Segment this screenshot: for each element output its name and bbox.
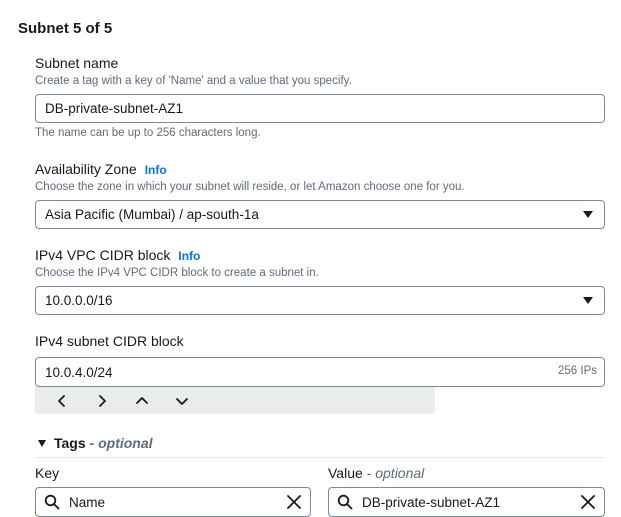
section-title: Subnet 5 of 5: [18, 20, 113, 37]
subnet-name-constraint: The name can be up to 256 characters lon…: [35, 127, 261, 139]
tags-title: Tags - optional: [54, 435, 153, 451]
availability-zone-select[interactable]: Asia Pacific (Mumbai) / ap-south-1a: [35, 200, 605, 229]
chevron-up-icon[interactable]: [129, 390, 155, 412]
tags-expander[interactable]: Tags - optional: [38, 435, 153, 451]
tag-value-value: DB-private-subnet-AZ1: [362, 494, 501, 510]
search-icon: [44, 494, 60, 510]
subnet-name-input[interactable]: DB-private-subnet-AZ1: [35, 94, 605, 123]
value-column-separator: -: [362, 465, 376, 481]
chevron-left-icon[interactable]: [49, 390, 75, 412]
tags-optional: optional: [98, 435, 153, 451]
tag-key-input[interactable]: Name: [35, 487, 311, 517]
key-column-label: Key: [35, 465, 60, 481]
tags-separator: -: [85, 435, 99, 451]
vpc-cidr-info-link[interactable]: Info: [178, 249, 201, 263]
value-column-label-text: Value: [328, 465, 363, 481]
subnet-name-value: DB-private-subnet-AZ1: [45, 101, 184, 116]
availability-zone-info-link[interactable]: Info: [144, 163, 167, 177]
tags-title-text: Tags: [54, 435, 86, 451]
availability-zone-label-text: Availability Zone: [35, 161, 137, 177]
tags-divider: [35, 457, 605, 458]
vpc-cidr-select[interactable]: 10.0.0.0/16: [35, 286, 605, 315]
close-icon[interactable]: [286, 494, 302, 510]
chevron-right-icon[interactable]: [89, 390, 115, 412]
tag-value-input[interactable]: DB-private-subnet-AZ1: [328, 487, 605, 517]
subnet-cidr-input[interactable]: 10.0.4.0/24 256 IPs: [35, 357, 605, 387]
search-icon: [337, 494, 353, 510]
subnet-cidr-label: IPv4 subnet CIDR block: [35, 333, 184, 349]
value-column-optional: optional: [375, 465, 425, 481]
subnet-cidr-value: 10.0.4.0/24: [45, 364, 113, 380]
availability-zone-description: Choose the zone in which your subnet wil…: [35, 181, 465, 193]
availability-zone-label: Availability Zone Info: [35, 161, 167, 177]
subnet-name-description: Create a tag with a key of 'Name' and a …: [35, 75, 352, 87]
caret-down-icon: [38, 439, 46, 447]
caret-down-icon: [583, 297, 593, 304]
availability-zone-selected: Asia Pacific (Mumbai) / ap-south-1a: [45, 207, 259, 222]
close-icon[interactable]: [580, 494, 596, 510]
subnet-name-label: Subnet name: [35, 55, 119, 71]
vpc-cidr-description: Choose the IPv4 VPC CIDR block to create…: [35, 267, 319, 279]
chevron-down-icon[interactable]: [169, 390, 195, 412]
tag-key-value: Name: [69, 494, 106, 510]
cidr-stepper: [35, 387, 435, 414]
caret-down-icon: [583, 211, 593, 218]
value-column-label: Value - optional: [328, 465, 424, 481]
vpc-cidr-label: IPv4 VPC CIDR block Info: [35, 247, 200, 263]
ip-count: 256 IPs: [558, 365, 597, 377]
vpc-cidr-selected: 10.0.0.0/16: [45, 293, 113, 308]
vpc-cidr-label-text: IPv4 VPC CIDR block: [35, 247, 171, 263]
